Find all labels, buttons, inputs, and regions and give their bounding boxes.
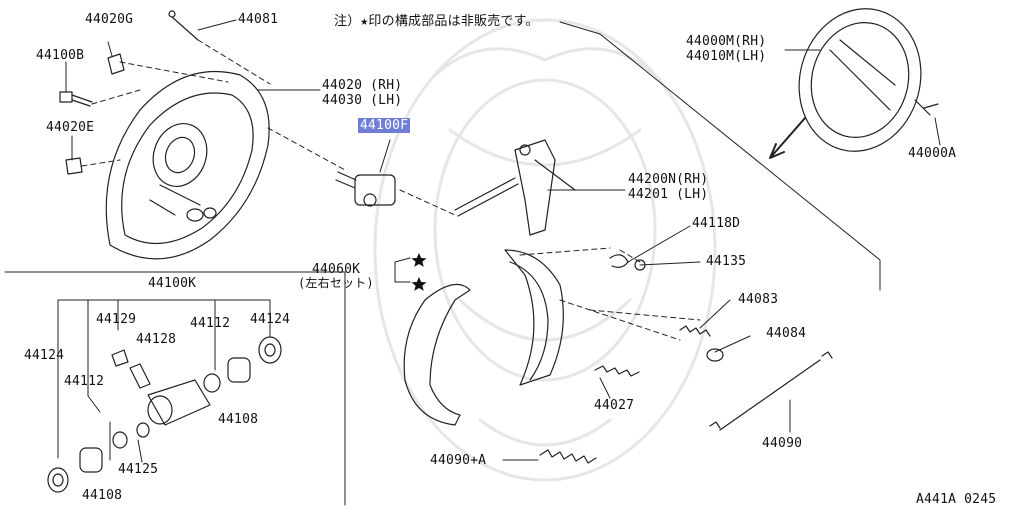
pin-44081 bbox=[168, 10, 199, 41]
spring-44083 bbox=[679, 325, 711, 337]
label-44200n-rh: 44200N(RH) bbox=[628, 172, 709, 187]
label-44081: 44081 bbox=[238, 12, 279, 27]
star-markers bbox=[411, 253, 427, 291]
label-44000a: 44000A bbox=[908, 146, 957, 161]
diagram-code: A441A 0245 bbox=[916, 492, 997, 507]
adjuster-44200n bbox=[454, 139, 576, 236]
label-44000m-rh: 44000M(RH) bbox=[686, 34, 767, 49]
cup-44084 bbox=[706, 348, 724, 362]
label-44125: 44125 bbox=[118, 462, 159, 477]
label-44060k: 44060K bbox=[312, 262, 361, 277]
label-44112-top: 44112 bbox=[190, 316, 231, 331]
label-44084: 44084 bbox=[766, 326, 807, 341]
label-44027: 44027 bbox=[594, 398, 635, 413]
plug-44020e bbox=[65, 157, 83, 175]
label-44083: 44083 bbox=[738, 292, 779, 307]
label-44100k: 44100K bbox=[148, 276, 197, 291]
label-44000m-44010m: 44000M(RH) 44010M(LH) bbox=[686, 34, 766, 64]
brake-assembly-44000m bbox=[798, 8, 939, 152]
label-44128: 44128 bbox=[136, 332, 177, 347]
spring-44090a bbox=[539, 449, 597, 464]
label-44135: 44135 bbox=[706, 254, 747, 269]
label-44112-left: 44112 bbox=[64, 374, 105, 389]
plug-44020g bbox=[107, 53, 125, 75]
label-44108-bottom: 44108 bbox=[82, 488, 123, 503]
label-44124-right: 44124 bbox=[250, 312, 291, 327]
label-44030-lh: 44030 (LH) bbox=[322, 93, 403, 108]
note-text: 注）★印の構成部品は非販売です。 bbox=[334, 14, 539, 29]
label-44020-44030: 44020 (RH) 44030 (LH) bbox=[322, 78, 402, 108]
label-44090: 44090 bbox=[762, 436, 803, 451]
label-44200n-44201: 44200N(RH) 44201 (LH) bbox=[628, 172, 708, 202]
label-44118d: 44118D bbox=[692, 216, 741, 231]
label-44108-right: 44108 bbox=[218, 412, 259, 427]
label-44100b: 44100B bbox=[36, 48, 85, 63]
inset-frame bbox=[4, 271, 346, 506]
label-44090a: 44090+A bbox=[430, 453, 487, 468]
backing-plate-drawing bbox=[105, 71, 270, 260]
spring-44090 bbox=[709, 351, 833, 431]
label-44129: 44129 bbox=[96, 312, 137, 327]
bolt-44100b bbox=[59, 91, 93, 107]
brake-shoe-front bbox=[504, 249, 564, 386]
label-44124-left: 44124 bbox=[24, 348, 65, 363]
clip-44118d bbox=[609, 254, 629, 268]
label-44010m-lh: 44010M(LH) bbox=[686, 49, 767, 64]
label-44100f: 44100F bbox=[358, 118, 411, 133]
assembly-lines bbox=[81, 39, 701, 341]
watermark-emblem bbox=[373, 18, 717, 482]
brake-shoe-rear bbox=[403, 283, 471, 426]
label-44201-lh: 44201 (LH) bbox=[628, 187, 709, 202]
inset-parts bbox=[47, 336, 282, 493]
label-44020e: 44020E bbox=[46, 120, 95, 135]
spring-44027 bbox=[594, 365, 640, 377]
label-44020-rh: 44020 (RH) bbox=[322, 78, 403, 93]
label-44020g: 44020G bbox=[85, 12, 134, 27]
leader-lines bbox=[65, 19, 941, 461]
arrow-indicator bbox=[769, 117, 806, 159]
wheel-cylinder-44100f bbox=[335, 171, 396, 207]
label-44060k-note: (左右セット) bbox=[298, 276, 374, 290]
